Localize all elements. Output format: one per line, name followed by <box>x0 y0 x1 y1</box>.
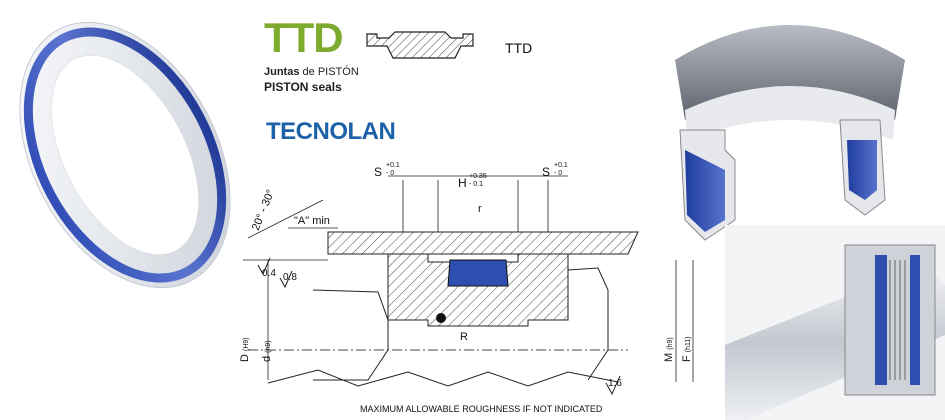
h-tol-dn: - 0.1 <box>469 181 483 188</box>
roughness-08: 0.8 <box>283 272 297 283</box>
h-label: H <box>458 176 467 190</box>
product-code-title: TTD <box>264 14 344 61</box>
company-logo: TECNOLAN <box>266 118 396 145</box>
cylinder-assembly-render <box>725 225 945 420</box>
dim-d: d (h9) <box>261 340 273 362</box>
section-label: TTD <box>505 40 533 56</box>
dim-D: D (H9) <box>239 337 251 362</box>
a-min-label: "A" min <box>294 215 330 227</box>
ring-seal-photo <box>19 21 231 289</box>
r-small-label: r <box>478 203 482 215</box>
s-right-tol-up: +0.1 <box>554 162 568 169</box>
seal-profile <box>447 259 509 287</box>
dim-F: F (h11) <box>681 336 693 362</box>
roughness-16: 1.6 <box>608 378 622 389</box>
s-left-tol-up: +0.1 <box>386 162 400 169</box>
h-tol-up: +0.35 <box>469 173 487 180</box>
seal-section-profile <box>366 31 474 59</box>
roughness-footnote: MAXIMUM ALLOWABLE ROUGHNESS IF NOT INDIC… <box>360 404 603 414</box>
subtitle-english: PISTON seals <box>264 80 342 94</box>
subtitle-es-rest: de PISTÓN <box>299 66 359 78</box>
o-ring-icon <box>436 313 446 323</box>
technical-drawing: 20° - 30° "A" min S +0.1 - 0 H +0.35 - 0… <box>239 162 694 414</box>
roughness-04: 0.4 <box>262 268 276 279</box>
subtitle-spanish: Juntas de PISTÓN <box>264 66 359 78</box>
subtitle-es-bold: Juntas <box>264 66 300 78</box>
cutaway-seal-render <box>675 25 905 241</box>
s-right-tol-dn: - 0 <box>554 170 562 177</box>
s-left-label: S <box>374 165 382 179</box>
r-big-label: R <box>460 331 468 343</box>
s-right-label: S <box>542 165 550 179</box>
s-left-tol-dn: - 0 <box>386 170 394 177</box>
dim-M: M (h9) <box>663 337 675 362</box>
